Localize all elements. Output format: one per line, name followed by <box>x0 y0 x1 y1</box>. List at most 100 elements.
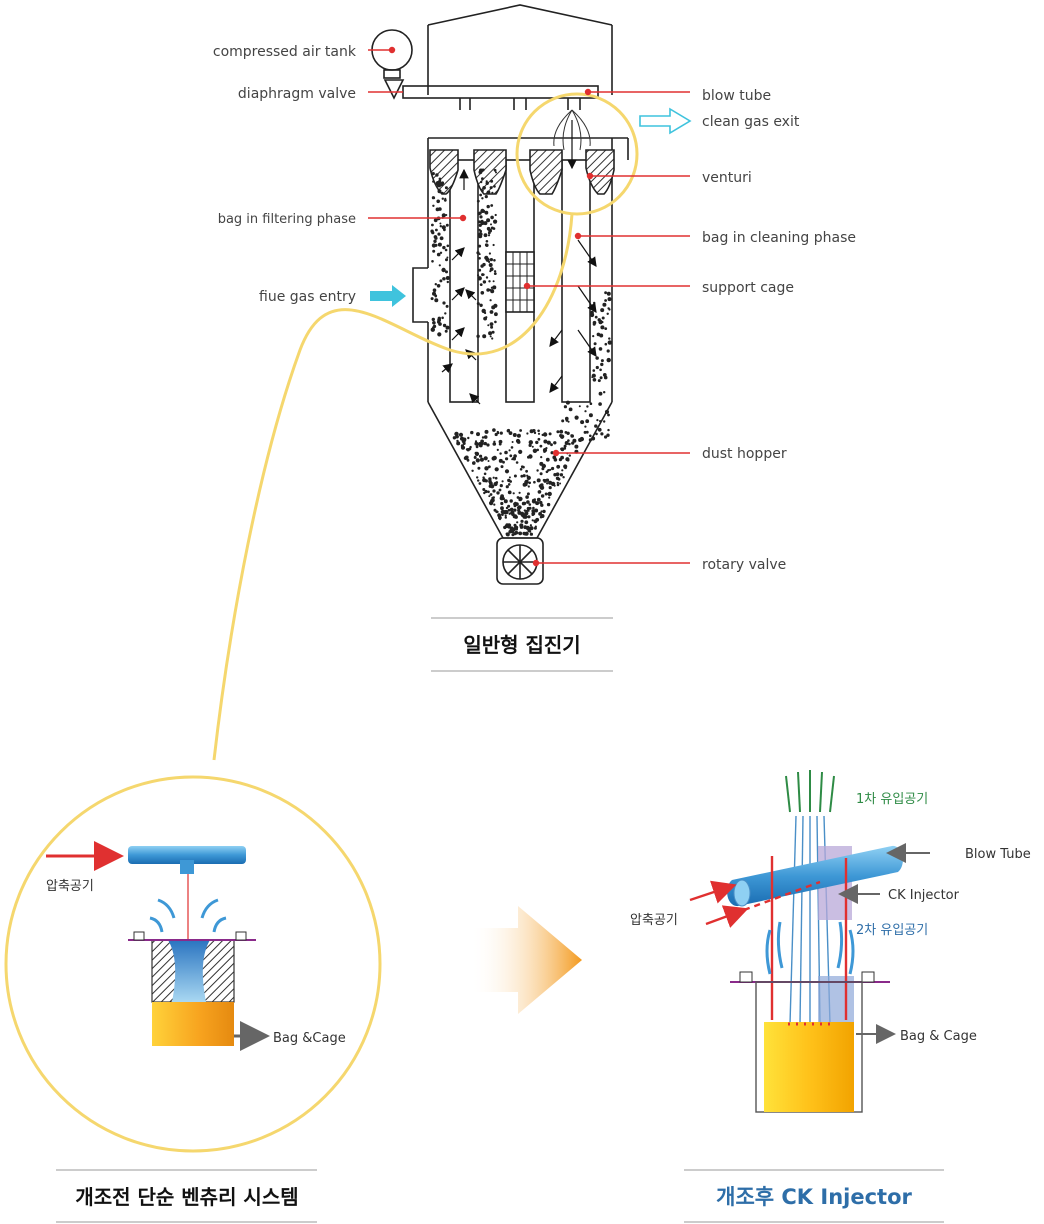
dust-particle <box>510 446 514 449</box>
dust-particle <box>476 334 480 338</box>
dust-particle <box>481 273 485 277</box>
dust-particle <box>507 483 511 486</box>
dust-particle <box>494 467 499 472</box>
dust-particle <box>435 228 438 232</box>
dust-particle <box>488 465 491 469</box>
dust-particle <box>598 402 602 406</box>
caption-general-collector: 일반형 집진기 <box>463 633 580 657</box>
dust-particle <box>524 480 528 484</box>
dust-particle <box>535 440 539 445</box>
dust-particle <box>543 450 546 453</box>
dust-particle <box>607 413 610 417</box>
dust-particle <box>488 280 491 283</box>
dust-particle <box>559 430 562 434</box>
dust-particle <box>478 170 483 175</box>
dust-particle <box>476 432 480 437</box>
dust-particle <box>486 288 490 292</box>
dust-particle <box>486 218 491 223</box>
dust-particle <box>443 198 447 202</box>
dust-particle <box>493 508 497 512</box>
dust-particle <box>600 308 605 313</box>
dust-particle <box>487 460 490 462</box>
dust-particle <box>489 270 492 273</box>
dust-particle <box>499 452 502 455</box>
dust-particle <box>560 447 565 452</box>
dust-particle <box>445 304 449 308</box>
dust-particle <box>431 260 434 263</box>
dust-particle <box>446 256 449 259</box>
dust-particle <box>516 506 520 510</box>
dust-particle <box>508 431 513 435</box>
dust-particle <box>460 445 466 450</box>
dust-particle <box>481 189 484 193</box>
dust-particle <box>471 469 474 472</box>
after-bag-housing <box>730 971 890 1113</box>
dust-particle <box>432 321 436 325</box>
dust-particle <box>430 297 434 301</box>
dust-particle <box>431 231 435 235</box>
dust-particle <box>500 465 504 469</box>
dust-particle <box>498 439 503 444</box>
clean-gas-exit-arrow <box>639 107 692 135</box>
dust-particle <box>591 376 594 379</box>
dust-particle <box>522 501 527 506</box>
dust-particle <box>478 220 482 224</box>
dust-particle <box>478 253 481 256</box>
dust-particle <box>499 484 503 488</box>
dust-particle <box>439 279 443 283</box>
dust-particle <box>559 482 562 485</box>
dust-particle <box>568 401 570 404</box>
dust-particle <box>479 215 483 219</box>
dust-particle <box>602 373 607 377</box>
dust-particle <box>537 432 541 435</box>
dust-particle <box>441 213 446 218</box>
dust-particle <box>562 476 565 479</box>
dust-particle <box>513 502 517 506</box>
dust-particle <box>481 177 484 181</box>
dust-particle <box>604 291 607 295</box>
dust-particle <box>525 483 528 487</box>
dust-particle <box>517 510 522 515</box>
dust-particle <box>513 508 517 512</box>
dust-particle <box>504 516 507 519</box>
dust-particle <box>512 492 515 495</box>
dust-particle <box>492 489 496 493</box>
dust-particle <box>507 428 510 432</box>
after-primary-air-arrows <box>785 770 835 813</box>
dust-particle <box>432 324 437 329</box>
dust-particle <box>474 451 480 456</box>
dust-particle <box>441 225 446 230</box>
dust-particle <box>439 225 442 228</box>
dust-particle <box>537 429 540 433</box>
dust-particle <box>608 337 611 340</box>
dust-particle <box>500 509 505 514</box>
dust-particle <box>556 481 559 485</box>
dust-particle <box>481 197 484 200</box>
dust-particle <box>603 420 606 423</box>
dust-particle <box>432 204 435 207</box>
dust-particle <box>444 248 448 252</box>
dust-particle <box>475 445 479 449</box>
dust-particle <box>445 223 449 227</box>
dust-particle <box>516 496 520 499</box>
dust-particle <box>467 436 470 440</box>
dust-particle <box>540 510 543 513</box>
dust-particle <box>493 219 498 224</box>
dust-particle <box>433 218 438 223</box>
dust-particle <box>476 199 480 203</box>
dust-particle <box>478 482 482 485</box>
dust-particle <box>509 454 513 458</box>
label-clean-gas-exit: clean gas exit <box>702 114 800 130</box>
dust-particle <box>493 440 496 443</box>
dust-particle <box>485 181 489 185</box>
dust-particle <box>477 479 480 482</box>
dust-particle <box>548 496 551 499</box>
dust-particle <box>603 391 606 394</box>
label-venturi: venturi <box>702 170 752 186</box>
dust-particle <box>458 432 464 437</box>
dust-particle <box>597 427 602 432</box>
dust-particle <box>479 229 483 233</box>
dust-particle <box>571 441 575 445</box>
before-venturi <box>128 931 256 1003</box>
dust-particle <box>561 469 564 472</box>
